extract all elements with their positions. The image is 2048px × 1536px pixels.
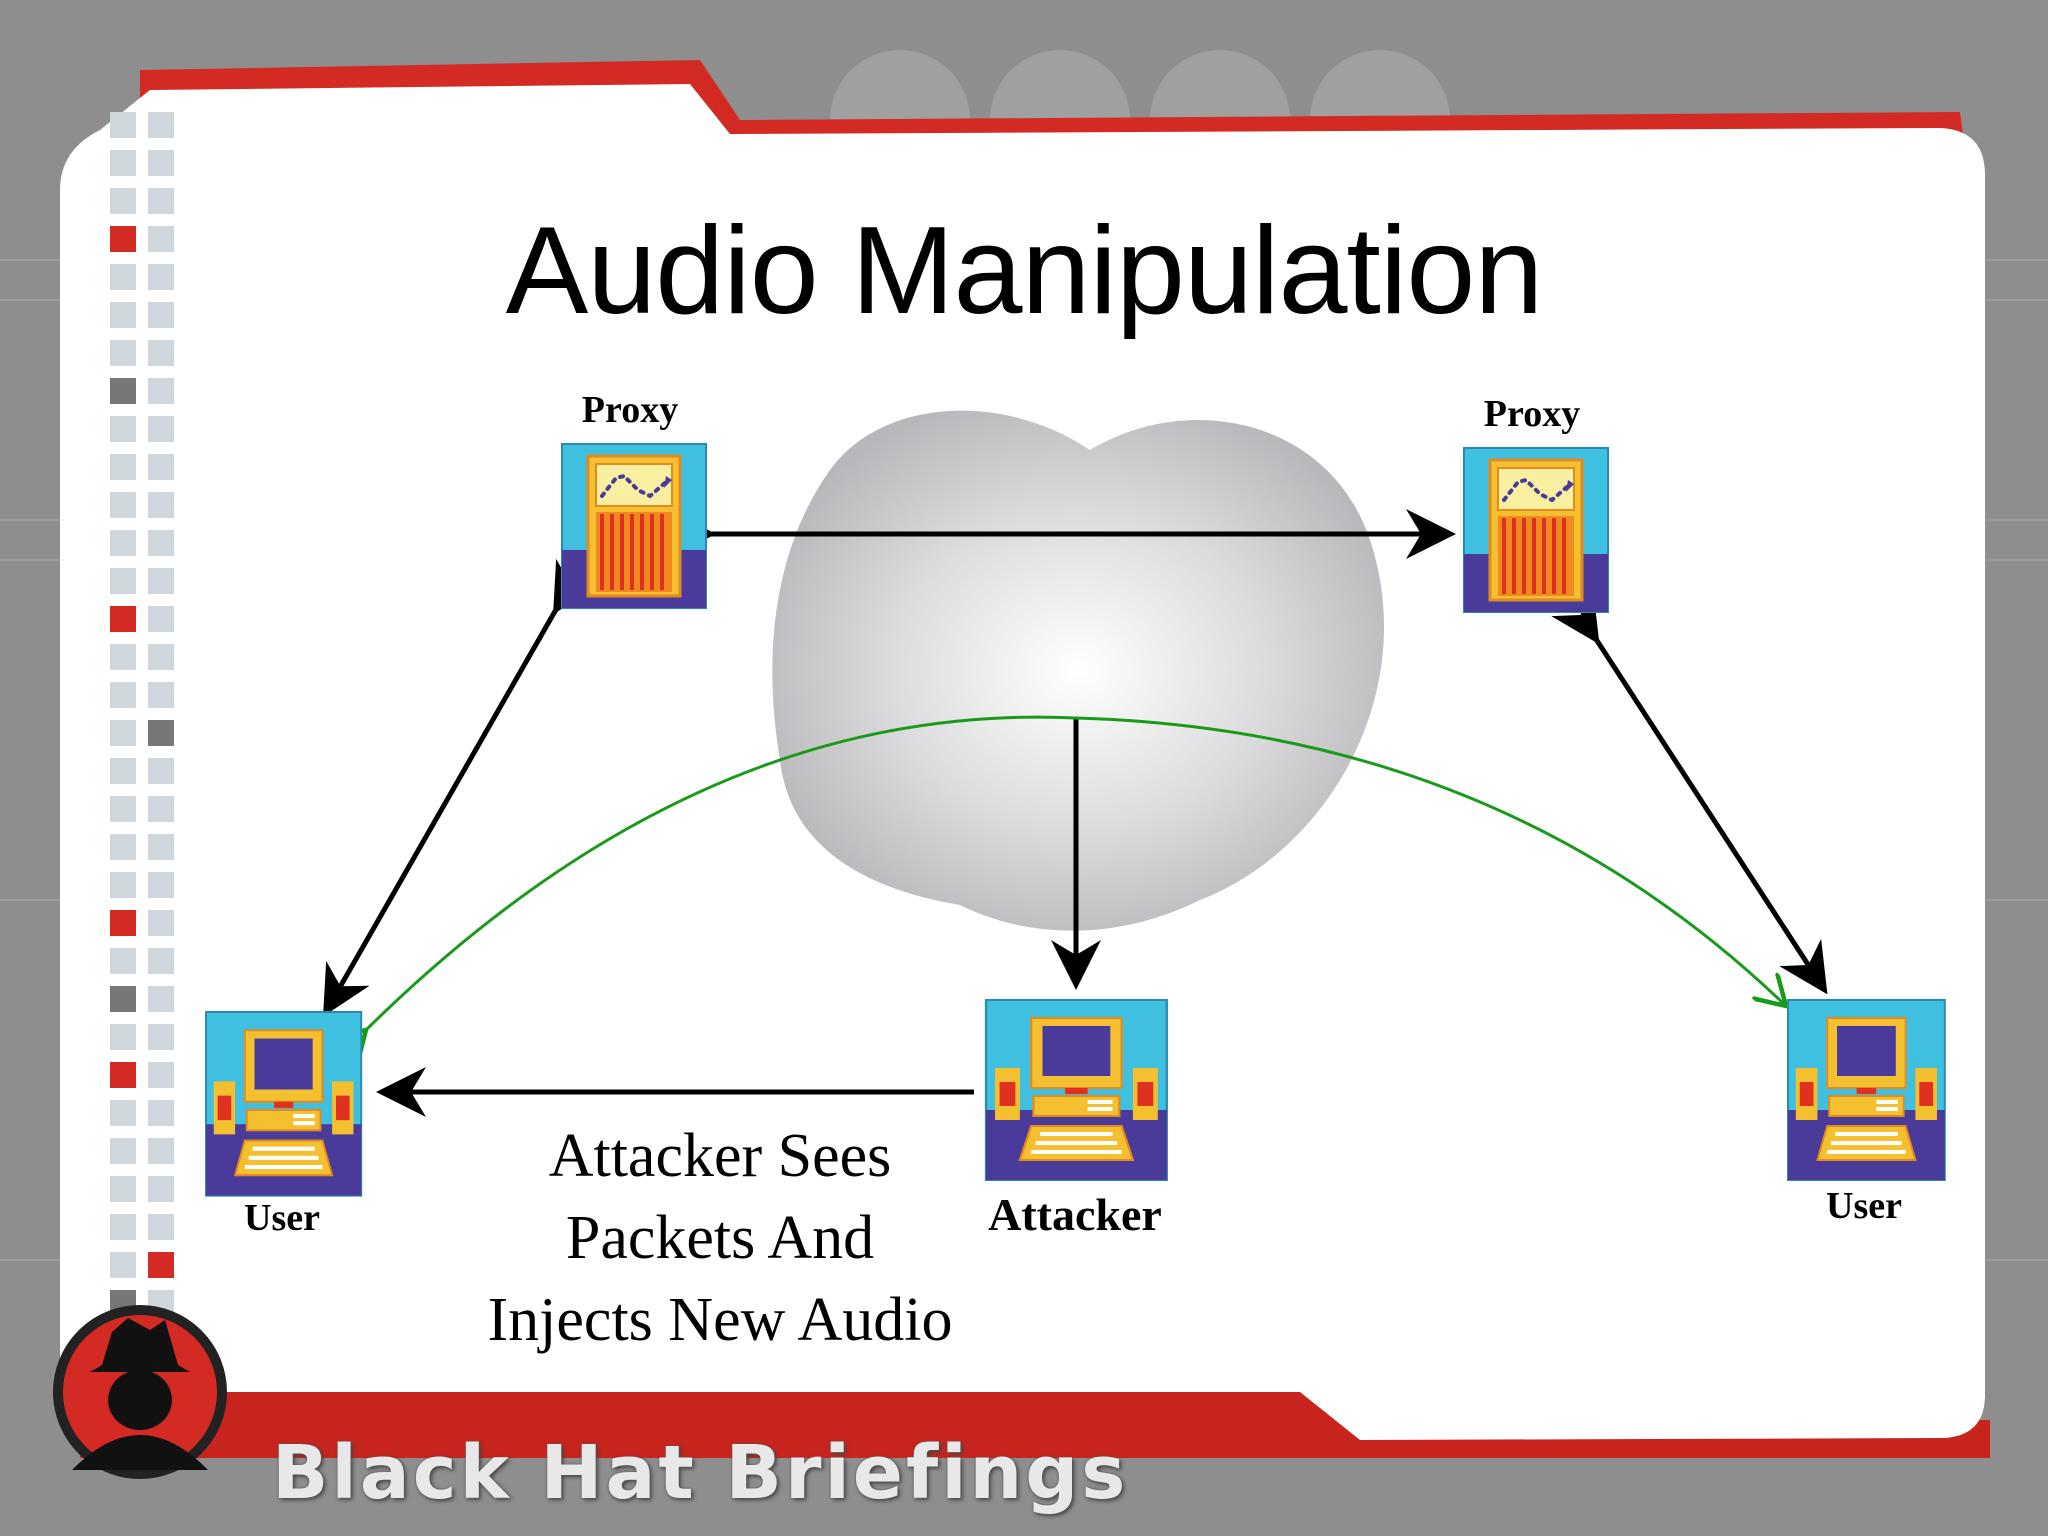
proxy-right-icon <box>1462 446 1610 614</box>
caption-line: Attacker Sees <box>548 1122 892 1190</box>
decor-block <box>148 188 174 214</box>
attacker-icon <box>984 998 1168 1182</box>
decor-block <box>110 872 136 898</box>
user-right-label: User <box>1826 1185 1902 1227</box>
decor-block <box>148 948 174 974</box>
black-hat-logo <box>53 1305 227 1479</box>
decor-block <box>148 1138 174 1164</box>
decor-block <box>148 796 174 822</box>
decor-block <box>148 1252 174 1278</box>
decor-block <box>110 910 136 936</box>
attack-caption: Attacker Sees Packets And Injects New Au… <box>440 1115 1000 1361</box>
caption-line: Packets And <box>565 1204 875 1272</box>
decor-block <box>148 1214 174 1240</box>
decor-block <box>148 378 174 404</box>
decor-block <box>110 1100 136 1126</box>
user-to-user-green-arc <box>366 715 1786 1030</box>
decor-block <box>110 302 136 328</box>
decor-block <box>148 1024 174 1050</box>
decor-block <box>110 416 136 442</box>
decor-block <box>110 378 136 404</box>
decor-block <box>148 1176 174 1202</box>
decor-block <box>110 834 136 860</box>
decor-block <box>148 606 174 632</box>
user-right-to-proxy-arrow <box>1551 588 1828 995</box>
decor-block <box>148 720 174 746</box>
decor-block <box>148 302 174 328</box>
decor-block <box>110 188 136 214</box>
decor-block <box>148 568 174 594</box>
decor-block <box>148 226 174 252</box>
user-left-label: User <box>244 1197 320 1239</box>
decor-block <box>148 530 174 556</box>
decor-block <box>110 796 136 822</box>
decor-block <box>110 568 136 594</box>
left-block-column <box>110 112 174 1316</box>
user-right-icon <box>1787 999 1946 1181</box>
decor-block <box>110 530 136 556</box>
decor-block <box>110 340 136 366</box>
decor-block <box>148 112 174 138</box>
decor-block <box>110 264 136 290</box>
decor-block <box>148 264 174 290</box>
decor-block <box>110 1176 136 1202</box>
proxy-left-icon <box>560 442 708 610</box>
decor-block <box>110 1138 136 1164</box>
decor-block <box>148 910 174 936</box>
decor-block <box>148 340 174 366</box>
decor-block <box>110 112 136 138</box>
decor-block <box>110 1214 136 1240</box>
user-left-icon <box>204 1010 363 1197</box>
decor-block <box>110 150 136 176</box>
decor-block <box>110 1252 136 1278</box>
decor-block <box>148 986 174 1012</box>
decor-block <box>148 1062 174 1088</box>
decor-block <box>110 606 136 632</box>
decor-block <box>148 416 174 442</box>
decor-block <box>148 644 174 670</box>
decor-block <box>110 758 136 784</box>
decor-block <box>148 872 174 898</box>
decor-block <box>110 948 136 974</box>
caption-line: Injects New Audio <box>487 1286 953 1354</box>
decor-block <box>110 226 136 252</box>
decor-block <box>148 758 174 784</box>
user-left-to-proxy-arrow <box>323 558 600 1017</box>
decor-block <box>110 492 136 518</box>
decor-block <box>110 644 136 670</box>
decor-block <box>148 682 174 708</box>
decor-block <box>110 682 136 708</box>
footer-brand: Black Hat Briefings <box>272 1430 1129 1516</box>
decor-block <box>110 986 136 1012</box>
decor-block <box>110 1062 136 1088</box>
proxy-left-label: Proxy <box>581 389 679 431</box>
decor-block <box>148 492 174 518</box>
decor-block <box>110 454 136 480</box>
attacker-label: Attacker <box>988 1189 1162 1240</box>
decor-block <box>148 834 174 860</box>
decor-block <box>148 150 174 176</box>
decor-block <box>148 454 174 480</box>
decor-block <box>110 720 136 746</box>
decor-block <box>148 1100 174 1126</box>
connection-arrows <box>323 509 1828 1117</box>
slide-title: Audio Manipulation <box>505 202 1544 340</box>
proxy-right-label: Proxy <box>1483 393 1581 435</box>
decor-block <box>110 1024 136 1050</box>
